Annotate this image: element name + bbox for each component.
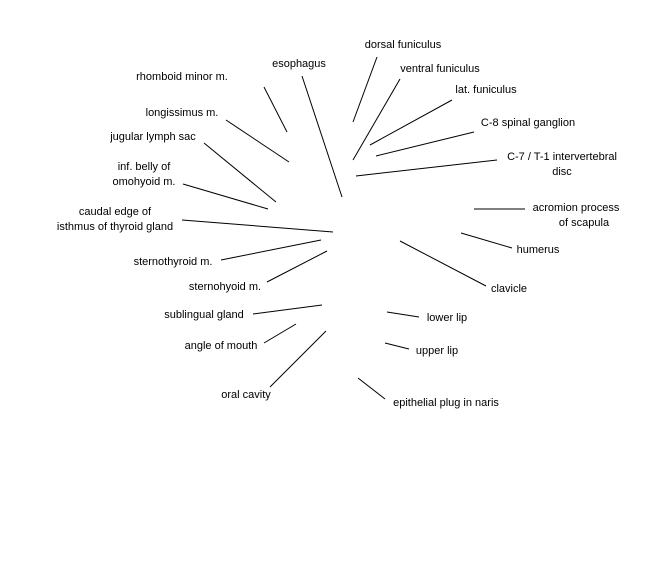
leader-line-inf-belly [182,183,269,210]
label-c7-t1-disc-line1: C-7 / T-1 intervertebral [507,151,617,163]
label-jugular-lymph-sac: jugular lymph sac [110,131,196,143]
label-sternohyoid: sternohyoid m. [188,281,262,293]
leader-line-jugular-lymph-sac [203,142,277,203]
label-dorsal-funiculus: dorsal funiculus [364,39,442,51]
label-longissimus: longissimus m. [145,107,219,119]
label-epithelial-plug: epithelial plug in naris [393,397,499,409]
label-lower-lip: lower lip [426,312,468,324]
label-acromion-line2: of scapula [558,217,610,229]
leader-line-longissimus [225,119,290,163]
leader-line-dorsal-funiculus [352,56,378,123]
leader-line-upper-lip [384,342,410,350]
label-inf-belly-line1: inf. belly of [117,161,171,173]
label-clavicle: clavicle [490,283,528,295]
leader-line-c8-spinal-ganglion [375,131,475,157]
label-angle-of-mouth: angle of mouth [184,340,258,352]
leader-line-lat-funiculus [369,99,453,146]
leader-line-sublingual-gland [252,304,323,315]
label-caudal-edge-isthmus: caudal edge of isthmus of thyroid gland [57,205,173,235]
label-lat-funiculus: lat. funiculus [455,84,517,96]
leader-line-oral-cavity [269,330,327,388]
label-c7-t1-disc-line2: disc [552,166,572,178]
leader-line-rhomboid-minor [263,86,288,133]
label-c7-t1-disc: C-7 / T-1 intervertebral disc [507,150,617,180]
leader-line-angle-of-mouth [263,323,297,344]
label-ventral-funiculus: ventral funiculus [400,63,480,75]
label-oral-cavity: oral cavity [221,389,271,401]
label-inf-belly-omohyoid: inf. belly of omohyoid m. [113,160,176,190]
label-caudal-edge-line1: caudal edge of [78,206,152,218]
leader-line-ventral-funiculus [352,78,401,161]
leader-line-sternothyroid [220,239,322,261]
label-inf-belly-line2: omohyoid m. [112,176,176,188]
label-humerus: humerus [516,244,560,256]
label-sternothyroid: sternothyroid m. [133,256,213,268]
leader-line-caudal-edge [181,219,334,233]
leader-line-esophagus [301,75,343,198]
leader-line-clavicle [399,240,487,287]
label-upper-lip: upper lip [415,345,459,357]
leader-line-c7-t1-disc [355,159,498,177]
label-sublingual-gland: sublingual gland [164,309,244,321]
label-rhomboid-minor: rhomboid minor m. [136,71,228,83]
label-acromion-process: acromion process of scapula [533,201,620,231]
label-c8-spinal-ganglion: C-8 spinal ganglion [480,117,576,129]
leader-line-epithelial-plug [357,377,386,400]
leader-line-lower-lip [386,311,420,318]
leader-line-humerus [460,232,513,249]
leader-line-sternohyoid [266,250,328,283]
label-caudal-edge-line2: isthmus of thyroid gland [56,221,174,233]
label-esophagus: esophagus [272,58,326,70]
label-acromion-line1: acromion process [532,202,620,214]
